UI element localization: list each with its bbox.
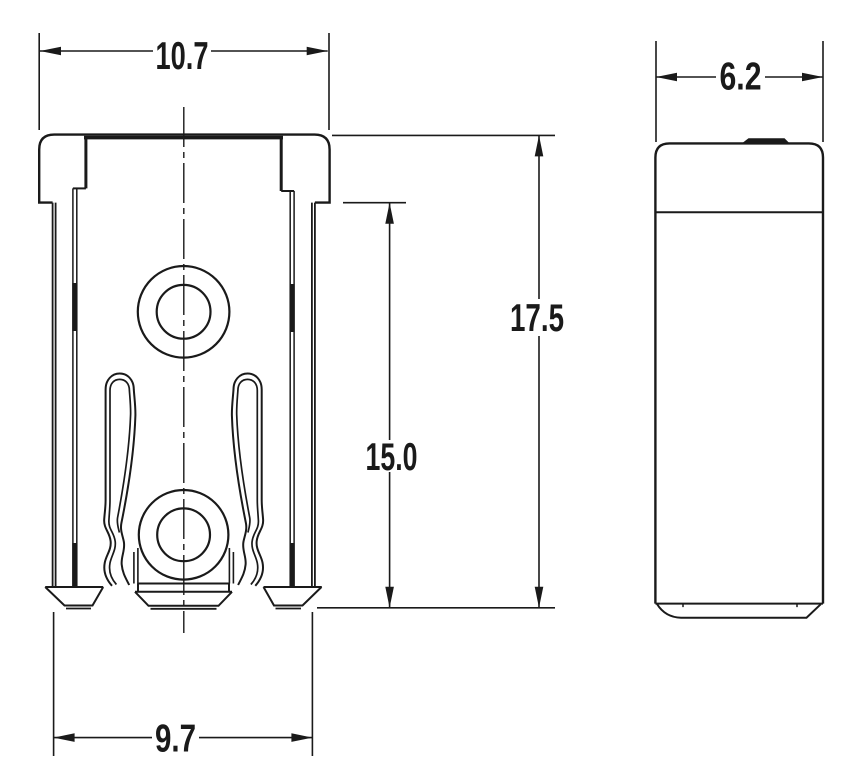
dim-depth-label: 6.2	[720, 56, 762, 99]
upper-rivet-outer	[136, 264, 231, 359]
arrow-right-icon	[291, 733, 313, 742]
foot-center	[134, 590, 233, 607]
upper-rivet-inner	[155, 283, 212, 340]
side-top-slot	[742, 138, 790, 144]
terminal-fill-right-lower	[289, 543, 295, 587]
terminal-fill-right-upper	[289, 284, 295, 332]
ext-lines-9-7	[52, 612, 314, 756]
dim-width-top-label: 10.7	[156, 35, 209, 78]
arrow-down-icon	[385, 586, 394, 608]
dimension-width-bottom: 9.7	[52, 612, 314, 761]
lower-rivet-outer	[137, 488, 230, 581]
side-view	[654, 138, 825, 619]
spring-prong-right	[228, 372, 265, 587]
side-outline	[654, 142, 825, 604]
ext-lines-6-2	[655, 41, 824, 142]
dimension-height-total: 17.5	[332, 134, 564, 608]
dim-width-bottom-label: 9.7	[155, 718, 196, 761]
dimension-height-body: 15.0	[343, 201, 418, 608]
foot-right	[262, 586, 323, 607]
arrow-left-icon	[53, 733, 75, 742]
arrow-left-icon	[40, 46, 61, 56]
ext-lines-10-7	[38, 33, 330, 130]
cap-outline	[38, 133, 331, 204]
arrow-right-icon	[306, 46, 328, 56]
dimensions: 10.7 9.7 17.5 15.0	[38, 33, 824, 761]
dim-height-total-label: 17.5	[510, 297, 564, 340]
side-foot	[656, 603, 822, 619]
terminal-fill-left-upper	[72, 283, 78, 331]
arrow-left-icon	[656, 72, 677, 82]
bottom-plate-sides	[137, 583, 230, 592]
dim-height-body-label: 15.0	[366, 436, 418, 479]
front-view	[38, 107, 331, 633]
terminal-fill-left-lower	[72, 543, 78, 587]
dimension-depth: 6.2	[655, 41, 824, 142]
arrow-down-icon	[534, 586, 544, 608]
side-bottom-ticks	[682, 603, 798, 608]
foot-left	[44, 586, 105, 607]
lower-rivet-inner	[156, 507, 212, 563]
arrow-right-icon	[802, 72, 823, 82]
dimension-width-top: 10.7	[38, 33, 330, 130]
arrow-up-icon	[534, 135, 544, 157]
arrow-up-icon	[385, 202, 394, 224]
spring-prong-left	[103, 372, 139, 587]
